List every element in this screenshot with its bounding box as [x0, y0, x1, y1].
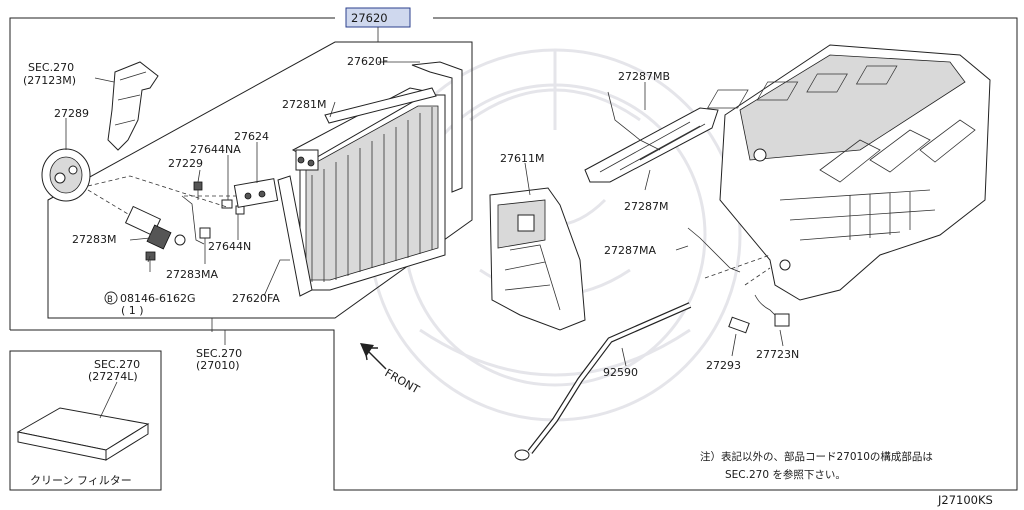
duct-27287m	[584, 82, 719, 191]
label-bolt-qty: ( 1 )	[121, 304, 144, 317]
label-27624: 27624	[234, 130, 269, 143]
label-27289: 27289	[54, 107, 89, 120]
main-part-number: 27620	[351, 11, 388, 25]
label-front: FRONT	[383, 366, 422, 396]
screw-27229	[193, 181, 203, 200]
clip-27644na	[221, 199, 233, 209]
seal-strip-27620f	[411, 61, 463, 193]
label-27620fa: 27620FA	[232, 292, 280, 305]
label-27723n: 27723N	[756, 348, 799, 361]
leader-lines-left	[65, 61, 420, 332]
label-27283ma: 27283MA	[166, 268, 218, 281]
bolt-08146	[145, 251, 156, 272]
label-27229: 27229	[168, 157, 203, 170]
outer-frame	[9, 17, 1018, 491]
label-92590: 92590	[603, 366, 638, 379]
blower-housing-27611m	[489, 162, 586, 331]
page-code: J27100KS	[937, 493, 993, 507]
front-arrow	[360, 343, 387, 370]
label-27287ma: 27287MA	[604, 244, 656, 257]
part-labels: SEC.270 (27123M) 27289 27283M 27229 2764…	[23, 55, 993, 507]
footnote-line-1: 注）表記以外の、部品コード27010の構成部品は	[700, 450, 933, 463]
bracket-27123m	[107, 61, 159, 151]
sensor-27723n	[754, 294, 790, 347]
grommet-27289	[41, 148, 91, 202]
label-27274l: (27274L)	[88, 370, 138, 383]
label-clean-filter: クリーン フィルター	[30, 474, 132, 487]
label-sec270-27010: SEC.270	[196, 347, 242, 360]
label-sec270-27274l: SEC.270	[94, 358, 140, 371]
locator-lines	[87, 175, 236, 215]
expansion-valve-27283m	[124, 205, 186, 250]
label-27281m: 27281M	[282, 98, 326, 111]
wire-27287ma	[675, 227, 741, 273]
bolt-circle-mark: B	[107, 295, 113, 305]
footnote-line-2: SEC.270 を参照下さい。	[725, 468, 846, 481]
sensor-27293	[728, 316, 750, 357]
evaporator-group-box	[47, 41, 473, 319]
sensor-wire-27283ma	[181, 195, 211, 245]
leader-lines-right	[704, 254, 771, 286]
label-27293: 27293	[706, 359, 741, 372]
label-27611m: 27611M	[500, 152, 544, 165]
seal-strip-27281m	[324, 87, 437, 124]
evaporator-core	[291, 87, 446, 291]
label-27620f: 27620F	[347, 55, 388, 68]
bolt-label-group: B 08146-6162G ( 1 )	[104, 291, 195, 317]
main-part-number-box: 27620	[345, 7, 473, 55]
label-27010: (27010)	[196, 359, 240, 372]
label-bolt-08146: 08146-6162G	[120, 292, 195, 305]
label-27123m: (27123M)	[23, 74, 76, 87]
label-27283m: 27283M	[72, 233, 116, 246]
label-27287mb: 27287MB	[618, 70, 670, 83]
thermistor-27624	[233, 178, 279, 208]
label-sec270-27123m: SEC.270	[28, 61, 74, 74]
label-27287m: 27287M	[624, 200, 668, 213]
label-27644n: 27644N	[208, 240, 251, 253]
hvac-main-case	[707, 44, 991, 301]
label-27644na: 27644NA	[190, 143, 241, 156]
drain-hose-92590	[514, 302, 692, 461]
seal-strip-27620fa	[277, 175, 313, 297]
cabin-filter	[16, 381, 150, 461]
